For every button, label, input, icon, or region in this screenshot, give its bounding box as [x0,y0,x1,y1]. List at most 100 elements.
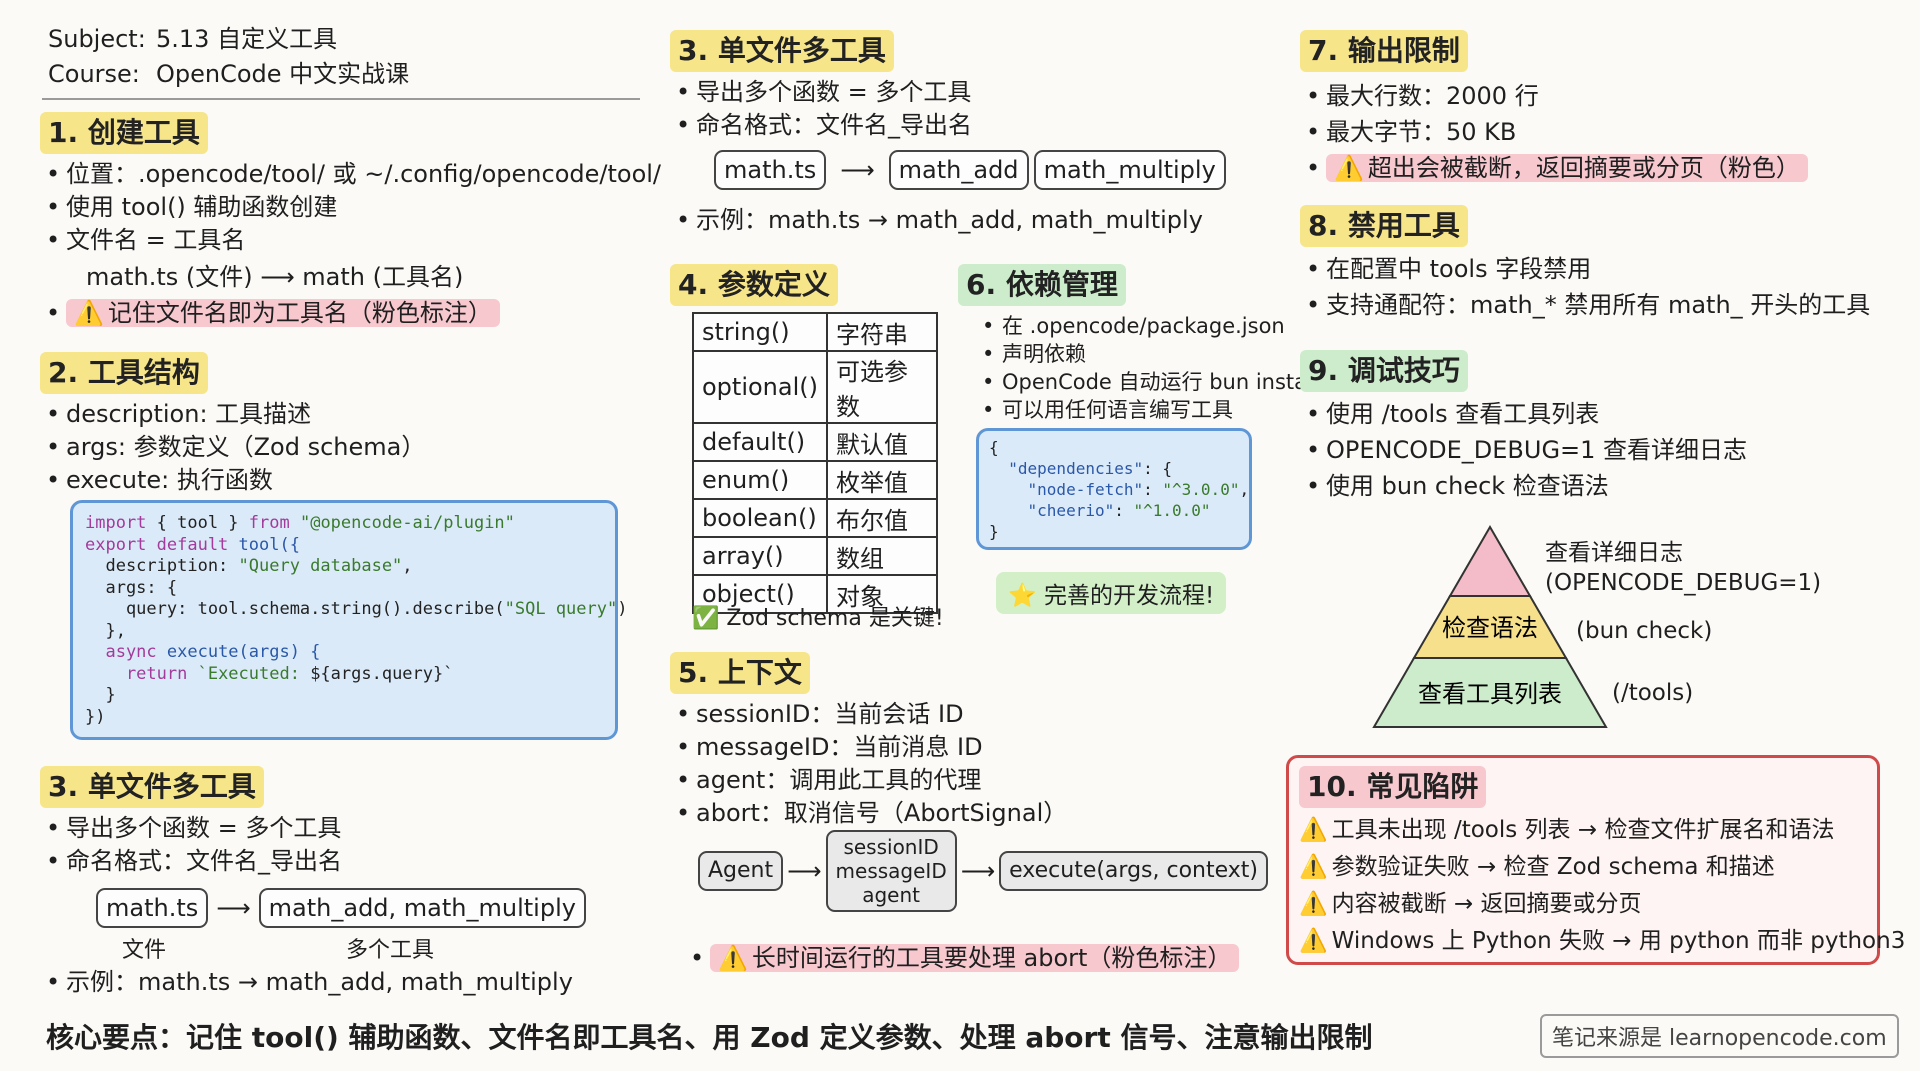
arrow-icon: ⟶ [960,857,996,885]
source-file-box: math.ts [96,888,209,928]
source-file-box: math.ts [714,150,827,190]
section-title: 2. 工具结构 [40,352,208,394]
warning-icon: ⚠️ [718,944,748,972]
section-title: 9. 调试技巧 [1300,350,1468,392]
section-disable-tools: 8. 禁用工具 在配置中 tools 字段禁用 支持通配符：math_* 禁用所… [1300,205,1870,323]
table-row: boolean()布尔值 [692,498,938,538]
list-item: OpenCode 自动运行 bun install [976,368,1319,396]
pyramid-bot-label: 查看工具列表 [1418,680,1562,708]
warning-icon: ⚠️ [74,299,104,327]
tools-box: math_add, math_multiply [258,888,586,928]
section-debug: 9. 调试技巧 使用 /tools 查看工具列表 OPENCODE_DEBUG=… [1300,350,1747,504]
dev-flow-badge: ⭐ 完善的开发流程! [996,572,1227,614]
pitfall-item: ⚠️内容被截断 → 返回摘要或分页 [1299,886,1867,923]
arrow-icon: ⟶ [787,857,822,885]
note-text: 长时间运行的工具要处理 abort（粉色标注） [751,944,1232,972]
table-row: array()数组 [692,536,938,576]
warning-icon: ⚠️ [1299,854,1328,880]
subject-line: Subject:5.13 自定义工具 [48,22,337,56]
list-item: 文件名 = 工具名 [40,224,661,257]
debug-pyramid: 检查语法 查看工具列表 [1372,525,1608,728]
section-title: 4. 参数定义 [670,264,838,306]
course-label: Course: [48,60,140,88]
list-item: 命名格式：文件名_导出名 [670,109,972,142]
note-item: ⚠️记住文件名即为工具名（粉色标注） [40,297,661,330]
note-item: ⚠️超出会被截断，返回摘要或分页（粉色） [1300,150,1808,186]
multi-tool-flow: math.ts⟶math_add, math_multiply [96,888,586,928]
star-icon: ⭐ [1008,583,1037,609]
list-item: 命名格式：文件名_导出名 [40,845,342,878]
note-text: 记住文件名即为工具名（粉色标注） [107,299,492,327]
section-title: 6. 依赖管理 [958,264,1126,306]
deps-list: 在 .opencode/package.json 声明依赖 OpenCode 自… [976,312,1319,424]
pitfall-item: ⚠️Windows 上 Python 失败 → 用 python 而非 pyth… [1299,923,1905,960]
table-row: enum()枚举值 [692,460,938,500]
code-block-package-json: { "dependencies": { "node-fetch": "^3.0.… [976,428,1252,550]
section-title: 10. 常见陷阱 [1299,766,1487,808]
zod-note: ✅ Zod schema 是关键! [692,600,944,632]
section-multi-tools-left: 3. 单文件多工具 导出多个函数 = 多个工具 命名格式：文件名_导出名 [40,766,342,878]
section-title: 7. 输出限制 [1300,30,1468,72]
section-pitfalls: 10. 常见陷阱 ⚠️工具未出现 /tools 列表 → 检查文件扩展名和语法 … [1286,755,1905,965]
list-item: 在配置中 tools 字段禁用 [1300,251,1870,287]
tool-box-add: math_add [888,150,1029,190]
pitfall-item: ⚠️参数验证失败 → 检查 Zod schema 和描述 [1299,849,1867,886]
dev-flow-text: 完善的开发流程! [1043,583,1215,609]
list-item: 最大字节：50 KB [1300,114,1808,150]
warning-icon: ⚠️ [1299,891,1328,917]
note-text: 超出会被截断，返回摘要或分页（粉色） [1367,154,1800,182]
zod-note-text: Zod schema 是关键! [726,606,944,631]
pyramid-mid-label: 检查语法 [1442,614,1538,642]
list-item: sessionID：当前会话 ID [670,698,1067,731]
course-line: Course: OpenCode 中文实战课 [48,57,409,91]
tool-box-multiply: math_multiply [1033,150,1226,190]
list-item-cont: 声明依赖 [976,340,1319,368]
section-create-tool: 1. 创建工具 位置：.opencode/tool/ 或 ~/.config/o… [40,112,661,330]
execute-box: execute(args, context) [999,851,1268,891]
params-table: string()字符串 optional()可选参数 default()默认值 … [692,312,938,614]
example-item: 示例：math.ts → math_add, math_multiply [40,966,573,999]
source-caption: 文件 [122,938,167,963]
multi-tool-flow-center: math.ts⟶math_add math_multiply [714,150,1226,190]
list-item: 使用 bun check 检查语法 [1300,468,1747,504]
table-row: string()字符串 [692,312,938,352]
list-item: abort：取消信号（AbortSignal） [670,797,1067,830]
list-item: 使用 /tools 查看工具列表 [1300,396,1747,432]
section-tool-structure: 2. 工具结构 description: 工具描述 args: 参数定义（Zod… [40,352,425,497]
pyramid-bottom [1372,657,1608,728]
section-title: 3. 单文件多工具 [670,30,894,72]
check-icon: ✅ [692,606,720,631]
example-item: 示例：math.ts → math_add, math_multiply [670,204,1203,237]
section-title: 3. 单文件多工具 [40,766,264,808]
table-row: default()默认值 [692,422,938,462]
arrow-icon: ⟶ [216,894,251,922]
list-item: 导出多个函数 = 多个工具 [40,812,342,845]
context-flow: Agent ⟶ sessionID messageID agent ⟶ exec… [698,830,1268,912]
list-item: 支持通配符：math_* 禁用所有 math_ 开头的工具 [1300,287,1870,323]
code-block-tool-example: import { tool } from "@opencode-ai/plugi… [70,500,627,740]
section-title: 5. 上下文 [670,652,810,694]
pyramid-top-label: 查看详细日志 (OPENCODE_DEBUG=1) [1545,540,1822,596]
list-item: 导出多个函数 = 多个工具 [670,76,972,109]
section-params: 4. 参数定义 [670,264,838,306]
pitfall-item: ⚠️工具未出现 /tools 列表 → 检查文件扩展名和语法 [1299,812,1867,849]
list-item: OPENCODE_DEBUG=1 查看详细日志 [1300,432,1747,468]
context-stack-box: sessionID messageID agent [825,830,957,912]
pyramid-mid-side: (bun check) [1576,618,1713,644]
list-item: 位置：.opencode/tool/ 或 ~/.config/opencode/… [40,158,661,191]
list-item: description: 工具描述 [40,398,425,431]
list-item: agent：调用此工具的代理 [670,764,1067,797]
file-to-tool-example: math.ts (文件) ⟶ math (工具名) [86,263,464,291]
pyramid-bot-side: (/tools) [1612,680,1694,706]
note-item: ⚠️长时间运行的工具要处理 abort（粉色标注） [684,942,1240,975]
list-item: messageID：当前消息 ID [670,731,1067,764]
course-value: OpenCode 中文实战课 [156,60,410,88]
section-title: 8. 禁用工具 [1300,205,1468,247]
section-multi-tools-center: 3. 单文件多工具 导出多个函数 = 多个工具 命名格式：文件名_导出名 [670,30,972,142]
section-output-limit: 7. 输出限制 最大行数：2000 行 最大字节：50 KB ⚠️超出会被截断，… [1300,30,1808,186]
warning-icon: ⚠️ [1299,928,1328,954]
agent-box: Agent [698,851,784,891]
list-item: 可以用任何语言编写工具 [976,396,1319,424]
table-row: optional()可选参数 [692,350,938,424]
section-context: 5. 上下文 sessionID：当前会话 ID messageID：当前消息 … [670,652,1067,830]
